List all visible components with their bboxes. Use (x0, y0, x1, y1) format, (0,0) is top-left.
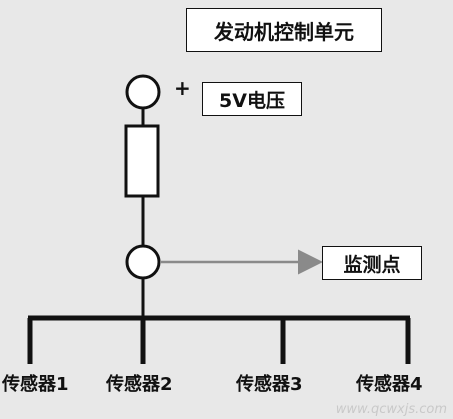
plus-sign: + (174, 76, 191, 100)
sensor-1-label: 传感器1 (2, 374, 69, 395)
sensor-3-label: 传感器3 (236, 374, 303, 395)
supply-voltage-box: 5V电压 (202, 82, 302, 116)
monitor-point-box: 监测点 (322, 246, 422, 280)
sensor-2-label: 传感器2 (106, 374, 173, 395)
ecu-title: 发动机控制单元 (214, 19, 354, 44)
supply-terminal-circle (125, 74, 161, 110)
ecu-title-box: 发动机控制单元 (186, 8, 382, 52)
monitor-node-circle (125, 244, 161, 280)
site-watermark: www.qcwxjs.com (335, 402, 447, 417)
sensor-4-label: 传感器4 (356, 374, 423, 395)
pullup-resistor (124, 124, 160, 198)
monitor-point-label: 监测点 (343, 253, 401, 276)
supply-voltage-label: 5V电压 (219, 89, 285, 112)
